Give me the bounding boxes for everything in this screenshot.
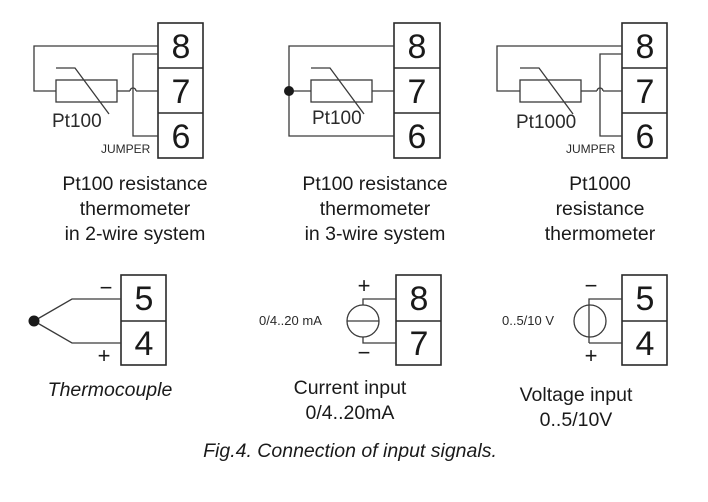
wiring [496,45,622,137]
terminal-7: 7 [172,73,191,111]
terminal-6: 6 [408,118,427,156]
caption-line: resistance [555,198,645,220]
terminal-block: 8 7 6 [621,22,668,159]
wiring [284,45,394,137]
terminal-4: 4 [135,325,154,363]
caption-line: Pt100 resistance [302,173,448,195]
wiring [33,45,158,137]
minus-sign: − [585,273,598,298]
caption-line: thermometer [79,198,191,220]
voltage-source-symbol [573,298,622,344]
terminal-8: 8 [410,280,429,318]
terminal-4: 4 [636,325,655,363]
caption-line: thermometer [319,198,431,220]
jumper-wire [132,53,158,137]
plus-sign: + [358,273,371,298]
terminal-6: 6 [636,118,655,156]
panel-thermocouple: 5 4 − + [28,274,167,368]
caption-line: Thermocouple [47,379,173,401]
panel-pt100-2wire: 8 7 6 Pt100 JUMPER [33,22,204,159]
thermistor-arrow [311,67,365,115]
jumper-label: JUMPER [101,142,151,156]
terminal-7: 7 [636,73,655,111]
caption-line: thermometer [544,223,656,245]
caption-pt100-2wire: Pt100 resistance thermometer in 2-wire s… [30,172,240,247]
terminal-8: 8 [408,28,427,66]
caption-thermocouple: Thermocouple [10,378,210,403]
terminal-block: 8 7 6 [393,22,441,159]
caption-voltage-input: Voltage input 0..5/10V [476,383,676,433]
caption-line: Pt1000 [569,173,631,195]
caption-line: 0..5/10V [539,409,613,431]
terminal-block: 8 7 6 [157,22,204,159]
terminal-5: 5 [135,280,154,318]
sensor-label: Pt100 [312,108,362,129]
figure-caption: Fig.4. Connection of input signals. [203,440,497,462]
minus-sign: − [358,340,371,365]
jumper-wire [599,53,622,137]
source-label: 0/4..20 mA [259,313,322,328]
terminal-6: 6 [172,118,191,156]
caption-line: Current input [293,377,407,399]
caption-line: in 2-wire system [64,223,206,245]
minus-sign: − [100,275,113,300]
panel-current-input: 8 7 0/4..20 mA + − [259,273,442,366]
source-label: 0..5/10 V [502,313,554,328]
terminal-block: 8 7 [395,274,442,366]
panel-pt100-3wire: 8 7 6 Pt100 [284,22,441,159]
caption-line: 0/4..20mA [305,402,395,424]
junction-dot [284,86,294,96]
thermistor-arrow [56,67,110,115]
terminal-block: 5 4 [621,274,668,366]
terminal-8: 8 [172,28,191,66]
thermistor-arrow [520,67,574,115]
caption-pt1000: Pt1000 resistance thermometer [495,172,705,247]
current-source-symbol [346,298,396,344]
plus-sign: + [98,343,111,368]
caption-line: Pt100 resistance [62,173,208,195]
terminal-5: 5 [636,280,655,318]
thermocouple-junction [28,315,40,327]
caption-line: in 3-wire system [304,223,446,245]
terminal-8: 8 [636,28,655,66]
panel-voltage-input: 5 4 0..5/10 V − + [502,273,668,368]
terminal-block: 5 4 [120,274,167,366]
terminal-7: 7 [410,325,429,363]
caption-line: Voltage input [519,384,633,406]
sensor-label: Pt100 [52,111,102,132]
caption-pt100-3wire: Pt100 resistance thermometer in 3-wire s… [270,172,480,247]
panel-pt1000: 8 7 6 Pt1000 JUMPER [496,22,668,159]
terminal-7: 7 [408,73,427,111]
wiring [28,298,121,344]
caption-current-input: Current input 0/4..20mA [250,376,450,426]
plus-sign: + [585,343,598,368]
jumper-label: JUMPER [566,142,616,156]
sensor-label: Pt1000 [516,112,576,133]
